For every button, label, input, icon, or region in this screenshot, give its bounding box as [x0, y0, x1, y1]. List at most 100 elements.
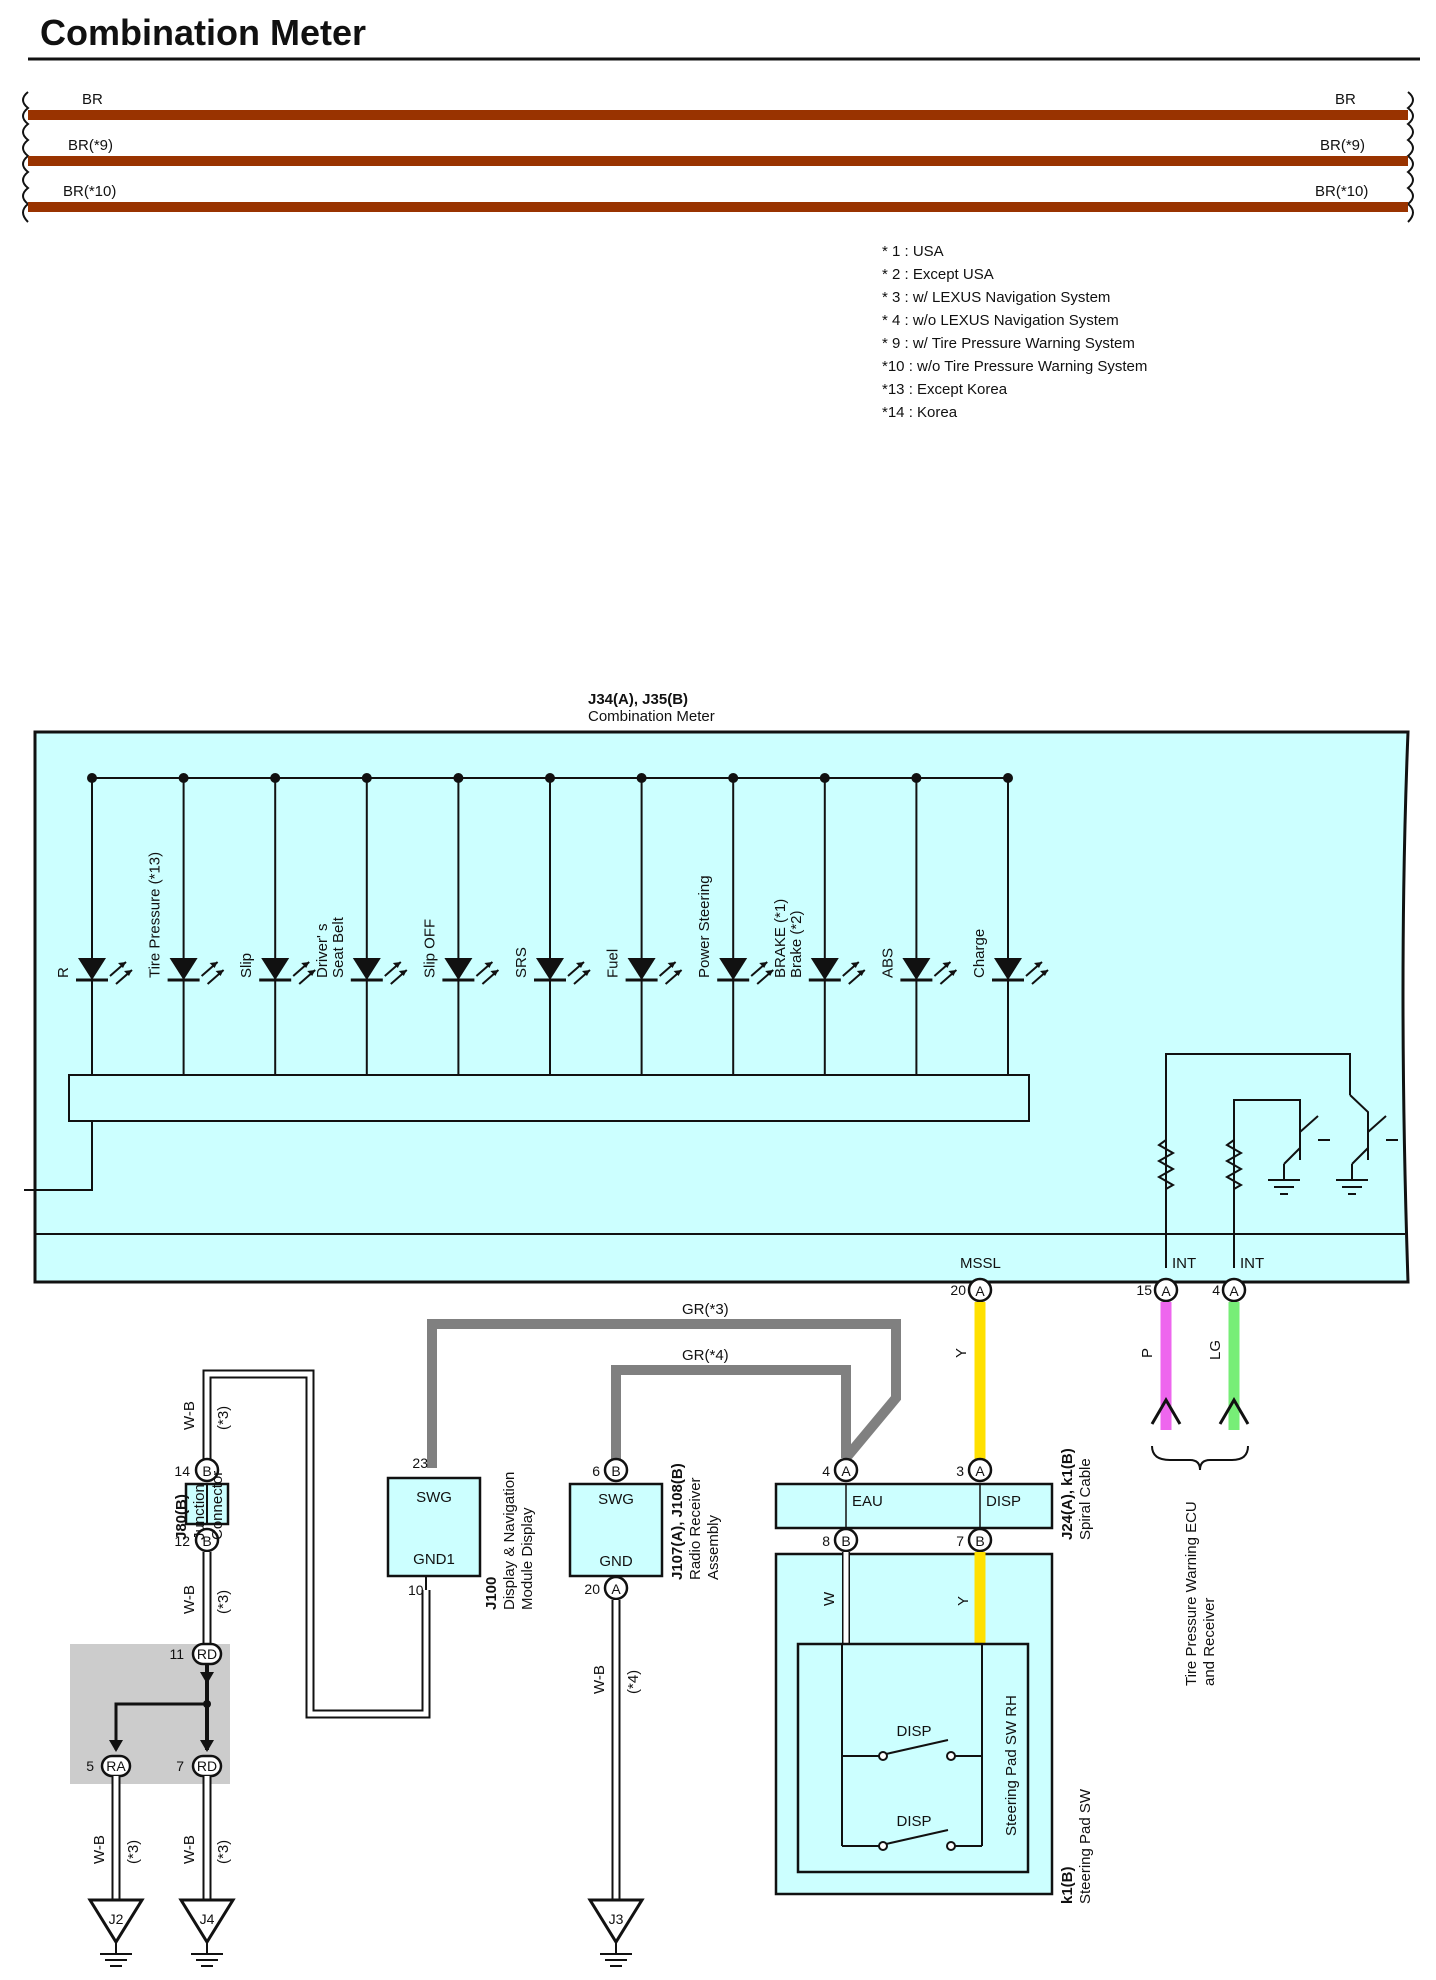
- svg-text:A: A: [841, 1463, 851, 1479]
- gray-wires: GR(*3) GR(*4): [427, 1301, 901, 1468]
- component-name: Steering Pad SW: [1077, 1788, 1094, 1904]
- pin-conn: A: [1161, 1283, 1171, 1299]
- indicator-label: Fuel: [605, 949, 622, 978]
- wire-label: Y: [955, 1596, 972, 1606]
- indicator-label: R: [55, 967, 72, 978]
- component-code: J24(A), k1(B): [1059, 1448, 1076, 1540]
- arrow-down-icon: [109, 1740, 123, 1752]
- light-ray-arrow: [1034, 962, 1042, 968]
- component-name: Radio Receiver: [687, 1477, 704, 1580]
- light-ray-arrow: [942, 962, 951, 968]
- meter-code: J34(A), J35(B): [588, 691, 688, 708]
- display-navigation-module: 23 SWG GND1 10 J100 Display & Navigation…: [386, 1455, 536, 1610]
- svg-text:10: 10: [408, 1582, 424, 1598]
- terminal-name: EAU: [852, 1493, 883, 1510]
- led-icon: [78, 958, 106, 980]
- indicator-label: SRS: [513, 947, 530, 978]
- bus-label-left: BR(*10): [63, 183, 116, 200]
- meter-name: Combination Meter: [588, 708, 715, 725]
- indicator-label: Seat Belt: [330, 916, 347, 978]
- indicator-label: Charge: [971, 929, 988, 978]
- notes-legend: * 1 : USA * 2 : Except USA * 3 : w/ LEXU…: [882, 243, 1147, 421]
- meter-body: [33, 730, 1410, 1284]
- wire-note: (*3): [215, 1590, 232, 1614]
- led-icon: [719, 958, 748, 980]
- meter-driver-block: [68, 1074, 1030, 1122]
- wire-label: GR(*4): [682, 1347, 729, 1364]
- wire-label: W-B: [91, 1835, 108, 1864]
- led-icon: [536, 958, 564, 980]
- component-name: Junction: [191, 1484, 208, 1540]
- svg-text:B: B: [202, 1463, 211, 1479]
- wire-label: LG: [1207, 1340, 1224, 1360]
- connector-pin: [967, 1527, 993, 1553]
- indicator-label: Driver' s: [314, 923, 331, 978]
- led-icon: [169, 958, 198, 980]
- component-code: J80(B): [173, 1494, 190, 1540]
- wire-label: W-B: [181, 1585, 198, 1614]
- inner-component-name: Steering Pad SW RH: [1003, 1695, 1020, 1836]
- light-ray-arrow: [759, 962, 768, 968]
- led-icon: [352, 958, 381, 980]
- meter-pins: A 20 A 15 A 4: [950, 1277, 1247, 1303]
- led-icon: [261, 958, 290, 980]
- module-box: [386, 1476, 482, 1578]
- svg-text:7: 7: [956, 1533, 964, 1549]
- component-name: Assembly: [705, 1514, 722, 1580]
- right-break-mark: [1406, 91, 1414, 223]
- light-ray-arrow: [576, 962, 584, 968]
- light-ray-arrow: [582, 970, 590, 976]
- connector-pin: [1221, 1277, 1247, 1303]
- led-icon: [627, 958, 656, 980]
- wire-label: W-B: [591, 1665, 608, 1694]
- pin-number: 20: [950, 1282, 966, 1298]
- ground-label: J3: [609, 1911, 624, 1927]
- component-name: Connector: [209, 1471, 226, 1540]
- indicator-label: ABS: [879, 948, 896, 978]
- connector-pin: [1153, 1277, 1179, 1303]
- note-line: * 9 : w/ Tire Pressure Warning System: [882, 335, 1135, 352]
- radio-receiver-assembly: B 6 SWG GND A 20 J107(A), J108(B) Radio …: [568, 1457, 722, 1904]
- connector-pin: [194, 1457, 220, 1483]
- bus-label-right: BR: [1335, 91, 1356, 108]
- connector-pin: [603, 1575, 629, 1601]
- indicator-label: Power Steering: [696, 875, 713, 978]
- connector-pin: [194, 1527, 220, 1553]
- svg-text:B: B: [841, 1533, 850, 1549]
- svg-text:11: 11: [169, 1646, 184, 1662]
- svg-text:14: 14: [174, 1463, 190, 1479]
- switch-contact: [946, 1751, 956, 1761]
- light-ray-arrow: [124, 970, 132, 976]
- svg-text:B: B: [202, 1533, 211, 1549]
- switch-blade: [885, 1829, 949, 1845]
- wire-label: W-B: [181, 1835, 198, 1864]
- ground-point-icon: [587, 1898, 645, 1945]
- terminal-label-int: INT: [1240, 1255, 1264, 1272]
- pin-conn: A: [975, 1283, 985, 1299]
- light-ray-arrow: [209, 962, 218, 968]
- svg-text:7: 7: [176, 1758, 184, 1774]
- svg-text:8: 8: [822, 1533, 830, 1549]
- ground-point-icon: [87, 1898, 145, 1945]
- svg-text:A: A: [975, 1463, 985, 1479]
- page-title: Combination Meter: [40, 12, 366, 53]
- wire-label: W-B: [181, 1401, 198, 1430]
- indicator-label: Tire Pressure (*13): [147, 852, 164, 978]
- svg-text:B: B: [975, 1533, 984, 1549]
- combination-meter: J34(A), J35(B) Combination Meter R Tire P…: [24, 691, 1410, 1284]
- bus-label-right: BR(*10): [1315, 183, 1368, 200]
- switch-label: DISP: [896, 1723, 931, 1740]
- pin-number: 4: [1212, 1282, 1220, 1298]
- light-ray-arrow: [765, 970, 774, 976]
- wire-gr4: [611, 1365, 851, 1468]
- ground-point-icon: [178, 1898, 236, 1945]
- terminal-name: SWG: [416, 1489, 452, 1506]
- svg-text:RD: RD: [197, 1758, 217, 1774]
- pin-conn: A: [1229, 1283, 1239, 1299]
- switch-label: DISP: [896, 1813, 931, 1830]
- component-name: Module Display: [519, 1507, 536, 1610]
- connector-pin: [833, 1457, 859, 1483]
- wire-label: P: [1139, 1348, 1156, 1358]
- connector-pin: [603, 1457, 629, 1483]
